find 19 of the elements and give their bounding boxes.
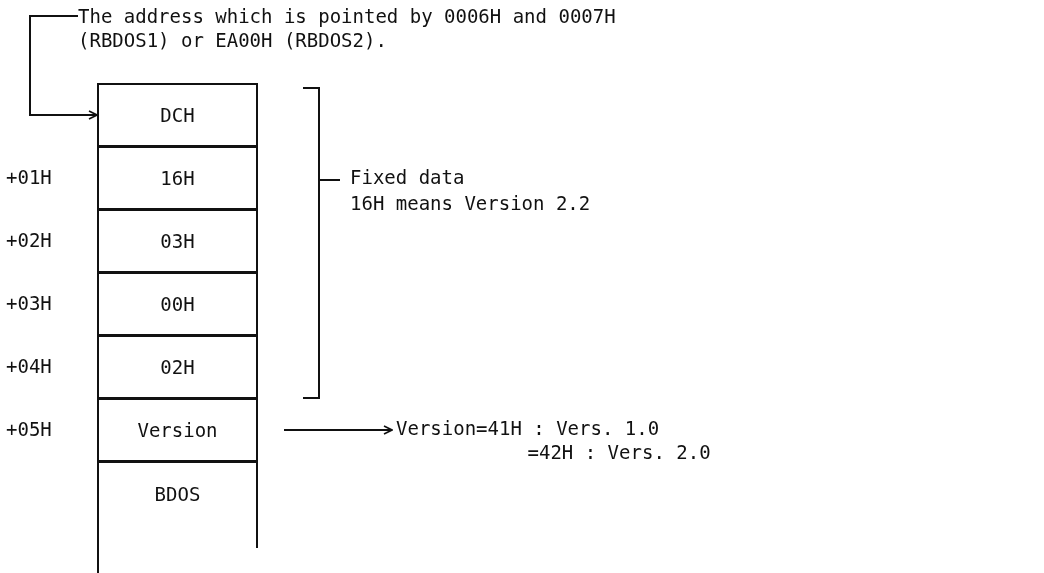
memory-cell: Version <box>97 398 258 462</box>
memory-cell: BDOS <box>97 461 258 525</box>
note-text: Version=41H : Vers. 1.0 <box>396 416 661 440</box>
memory-cell: 16H <box>97 146 258 210</box>
offset-label: +05H <box>6 418 52 440</box>
offset-label: +02H <box>6 229 52 251</box>
memory-cell: DCH <box>97 83 258 147</box>
memory-cell: 03H <box>97 209 258 273</box>
note-text: =42H : Vers. 2.0 <box>526 440 712 464</box>
note-text: The address which is pointed by 0006H and 0007H (RBDOS1) or EA00H (RBDOS2). <box>78 4 617 52</box>
memory-cell: 00H <box>97 272 258 336</box>
offset-label: +04H <box>6 355 52 377</box>
bracket-label: Fixed data <box>350 166 465 188</box>
memory-cell: 02H <box>97 335 258 399</box>
arrow <box>283 425 393 435</box>
note-text: 16H means Version 2.2 <box>350 192 591 214</box>
offset-label: +01H <box>6 166 52 188</box>
leader-arrow <box>29 15 98 120</box>
offset-label: +03H <box>6 292 52 314</box>
